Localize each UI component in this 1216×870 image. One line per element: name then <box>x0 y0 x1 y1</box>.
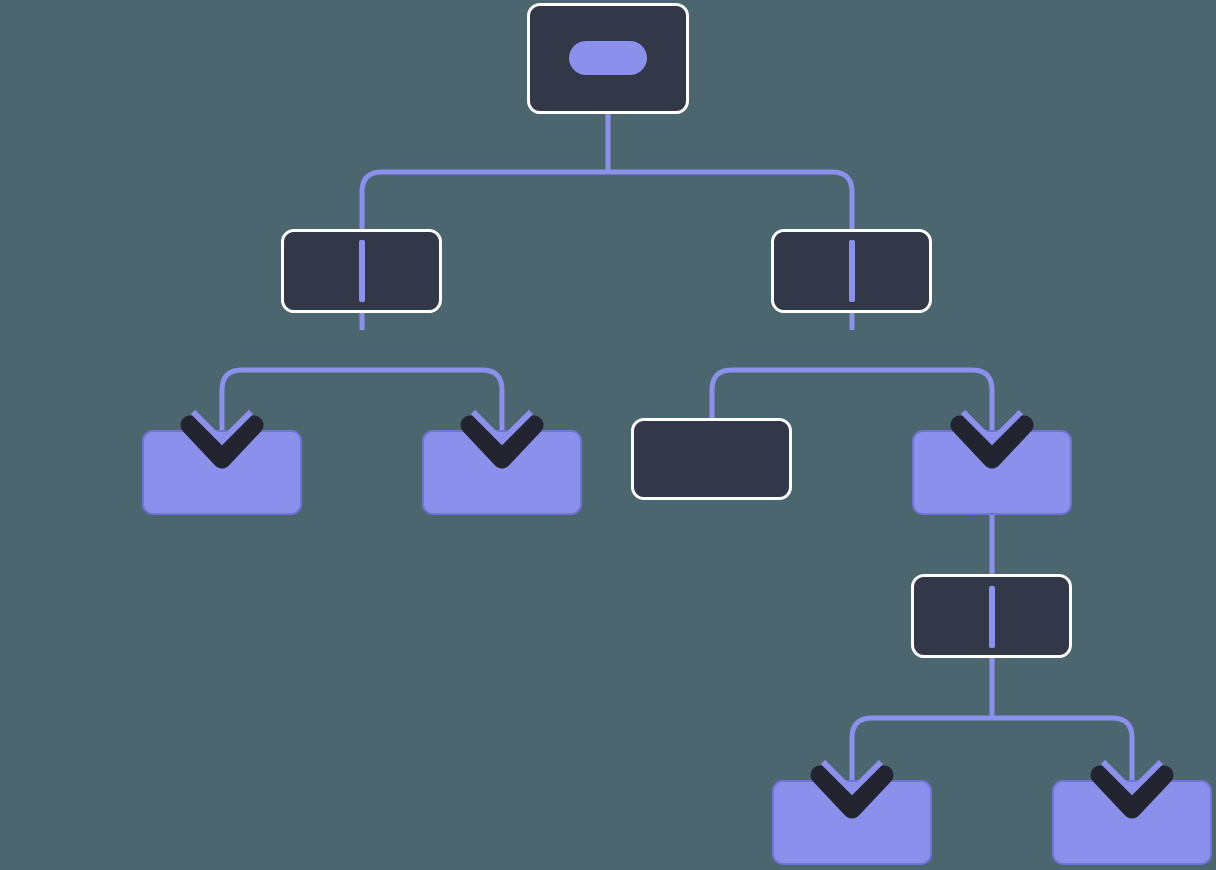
connector-edge <box>608 169 855 330</box>
connector-edge <box>852 367 995 452</box>
connector-edge <box>709 367 852 420</box>
connector-edge <box>359 169 608 330</box>
tree-node-leaf-5[interactable] <box>772 780 932 865</box>
connector-edge <box>849 715 992 802</box>
node-bar-indicator-icon <box>359 240 365 302</box>
tree-node-leaf-3-dark[interactable] <box>631 418 792 500</box>
node-bar-indicator-icon <box>849 240 855 302</box>
node-bar-indicator-icon <box>989 586 995 648</box>
tree-node-leaf-6[interactable] <box>1052 780 1212 865</box>
tree-node-leaf-1[interactable] <box>142 430 302 515</box>
connector-edge <box>362 367 505 452</box>
connector-edge <box>219 367 362 452</box>
node-pill-indicator-icon <box>569 41 647 75</box>
tree-node-leaf-2[interactable] <box>422 430 582 515</box>
connector-edge <box>992 715 1135 802</box>
tree-node-leaf-4[interactable] <box>912 430 1072 515</box>
